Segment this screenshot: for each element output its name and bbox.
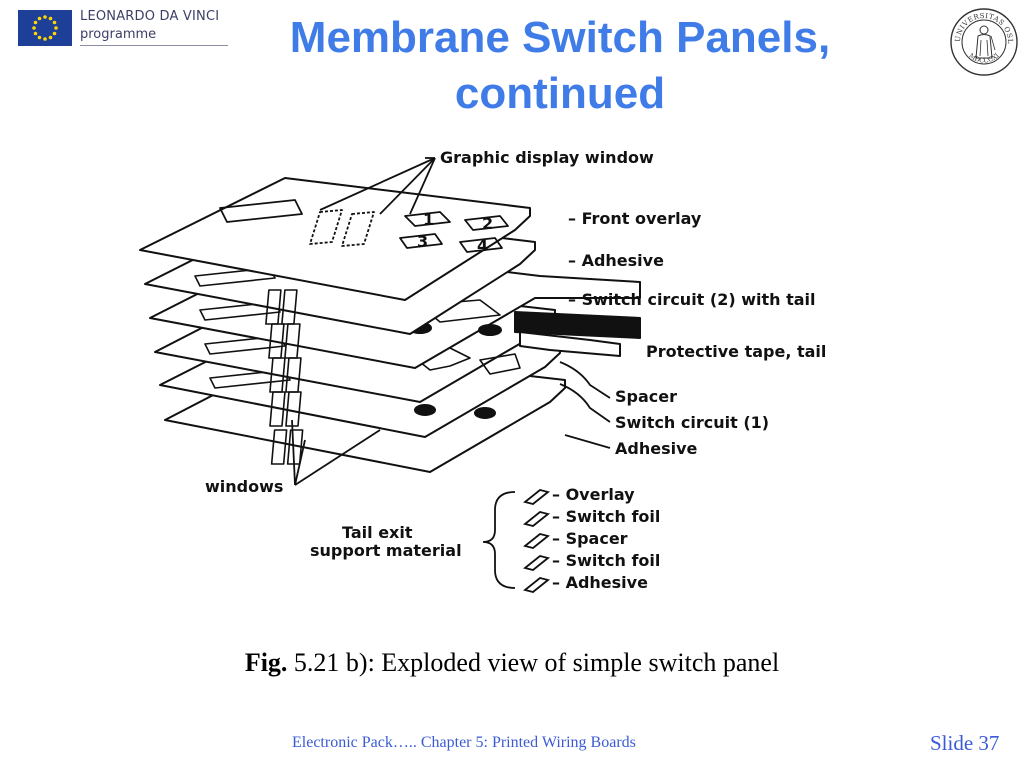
key-label-1: 1	[423, 210, 434, 229]
exploded-view-figure: 1 2 3 4	[139, 148, 826, 593]
label-protective-tape: Protective tape, tail	[646, 342, 826, 361]
label-adhesive-bottom: Adhesive	[615, 439, 698, 458]
protective-tape	[519, 331, 621, 357]
university-seal-icon: UNIVERSITAS OSLOENSIS MDCCCXI	[945, 0, 1020, 78]
label-front-overlay: – Front overlay	[568, 209, 702, 228]
label-adhesive-top: – Adhesive	[568, 251, 664, 270]
seal-ring-text: UNIVERSITAS OSLOENSIS	[945, 0, 1014, 44]
tail-stack-item: – Switch foil	[552, 551, 660, 570]
slide-title: Membrane Switch Panels, continued	[200, 10, 920, 122]
caption-prefix: Fig.	[244, 648, 288, 677]
logo-line-1: LEONARDO DA VINCI	[80, 9, 220, 24]
eu-flag-icon	[18, 10, 72, 46]
label-windows: windows	[205, 477, 283, 496]
tail-stack-item: – Overlay	[552, 485, 635, 504]
label-tail-exit-2: support material	[310, 541, 462, 560]
key-label-2: 2	[482, 214, 493, 233]
svg-text:UNIVERSITAS OSLOENSIS: UNIVERSITAS OSLOENSIS	[948, 6, 1014, 44]
layer-front-overlay	[139, 177, 531, 301]
label-switch-circuit-2: – Switch circuit (2) with tail	[568, 290, 816, 309]
leonardo-da-vinci-logo: LEONARDO DA VINCI programme	[18, 8, 228, 48]
slide-number: Slide 37	[930, 731, 1000, 755]
figure-caption: Fig. 5.21 b): Exploded view of simple sw…	[0, 648, 1024, 678]
key-label-4: 4	[477, 236, 488, 255]
tail-stack-item: – Adhesive	[552, 573, 648, 592]
logo-rule	[80, 45, 228, 46]
logo-line-2: programme	[80, 27, 157, 42]
label-tail-exit-1: Tail exit	[342, 523, 413, 542]
footer-text: Electronic Pack….. Chapter 5: Printed Wi…	[292, 734, 636, 751]
tail-stack-item: – Spacer	[552, 529, 628, 548]
title-line-2: continued	[454, 69, 666, 118]
tail-tape	[514, 311, 641, 339]
label-graphic-display-window: Graphic display window	[440, 148, 654, 167]
label-switch-circuit-1: Switch circuit (1)	[615, 413, 769, 432]
label-spacer: Spacer	[615, 387, 677, 406]
title-line-1: Membrane Switch Panels,	[289, 13, 831, 62]
key-label-3: 3	[417, 232, 428, 251]
tail-stack-item: – Switch foil	[552, 507, 660, 526]
caption-text: 5.21 b): Exploded view of simple switch …	[287, 648, 780, 677]
